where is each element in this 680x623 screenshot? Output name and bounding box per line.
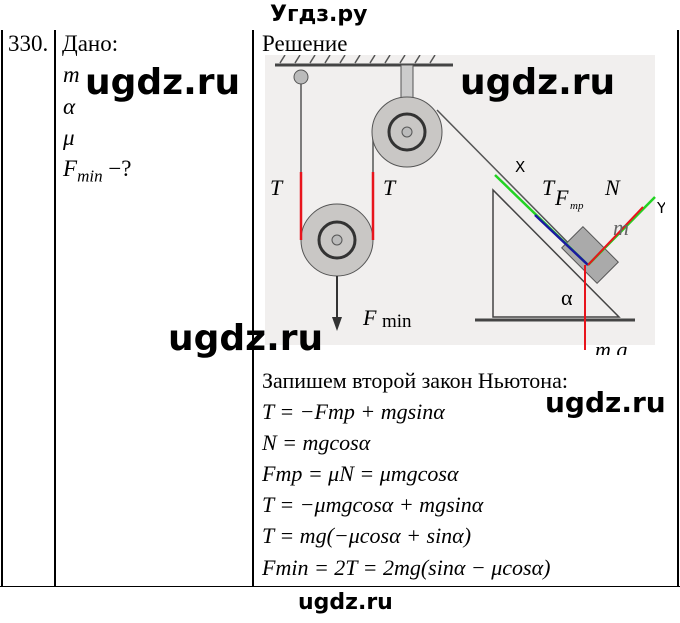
label-m: m [613, 215, 629, 240]
equation-5: T = mg(−μcosα + sinα) [262, 523, 472, 548]
table-divider [252, 30, 254, 586]
given-label: Дано: [62, 31, 119, 56]
table-divider [54, 30, 56, 586]
equation-2: N = mgcosα [262, 430, 371, 455]
label-mg: m g [595, 337, 627, 355]
given-m: m [63, 62, 80, 87]
label-T-block: T [542, 175, 556, 200]
label-alpha: α [561, 285, 573, 310]
table-border-right [677, 30, 679, 586]
movable-pulley-rim [317, 220, 357, 260]
given-fmin: Fmin −? [63, 156, 132, 187]
equation-6: Fmin = 2T = 2mg(sinα − μcosα) [262, 555, 551, 580]
given-alpha: α [63, 94, 76, 119]
movable-pulley-axle [331, 234, 343, 246]
label-N: N [604, 175, 621, 200]
watermark: ugdz.ru [460, 62, 616, 103]
site-header: Угдз.ру [270, 2, 368, 27]
diagram-background [265, 55, 655, 345]
ceiling-hatch [279, 55, 436, 64]
incline [492, 188, 621, 318]
question: −? [108, 156, 132, 181]
label-Y: Y [656, 199, 665, 217]
label-ftr: F [554, 185, 569, 210]
physics-diagram: T T F min T F mp N m α m g X Y [265, 55, 665, 355]
label-X: X [515, 158, 525, 176]
equation-4: T = −μmgcosα + mgsinα [262, 492, 484, 517]
given-mu: μ [63, 125, 75, 150]
normal-arrow [587, 206, 644, 266]
label-ftr-sub: mp [570, 200, 584, 212]
site-footer: ugdz.ru [298, 590, 393, 615]
fmin-arrowhead [332, 317, 342, 331]
label-T-right: T [383, 175, 397, 200]
watermark: ugdz.ru [168, 318, 324, 359]
fixed-pulley-axle [401, 126, 413, 138]
block [561, 226, 619, 284]
equation-1: T = −Fтр + mgsinα [262, 399, 445, 424]
fixed-pulley-rim [387, 112, 427, 152]
watermark: ugdz.ru [545, 386, 666, 419]
label-fmin: F [362, 305, 377, 330]
label-fmin-sub: min [382, 311, 412, 332]
equation-3: Fтр = μN = μmgcosα [262, 461, 459, 486]
friction-arrow [534, 214, 589, 266]
task-number: 330. [8, 31, 49, 56]
table-border-left [1, 30, 3, 586]
watermark: ugdz.ru [85, 62, 241, 103]
fmin-symbol: F [63, 156, 78, 181]
fmin-subscript: min [77, 166, 103, 186]
table-bottom-line [0, 586, 680, 587]
solution-label: Решение [262, 31, 348, 56]
rope-anchor [293, 69, 309, 85]
solution-intro: Запишем второй закон Ньютона: [262, 368, 568, 393]
label-T-left: T [270, 175, 284, 200]
